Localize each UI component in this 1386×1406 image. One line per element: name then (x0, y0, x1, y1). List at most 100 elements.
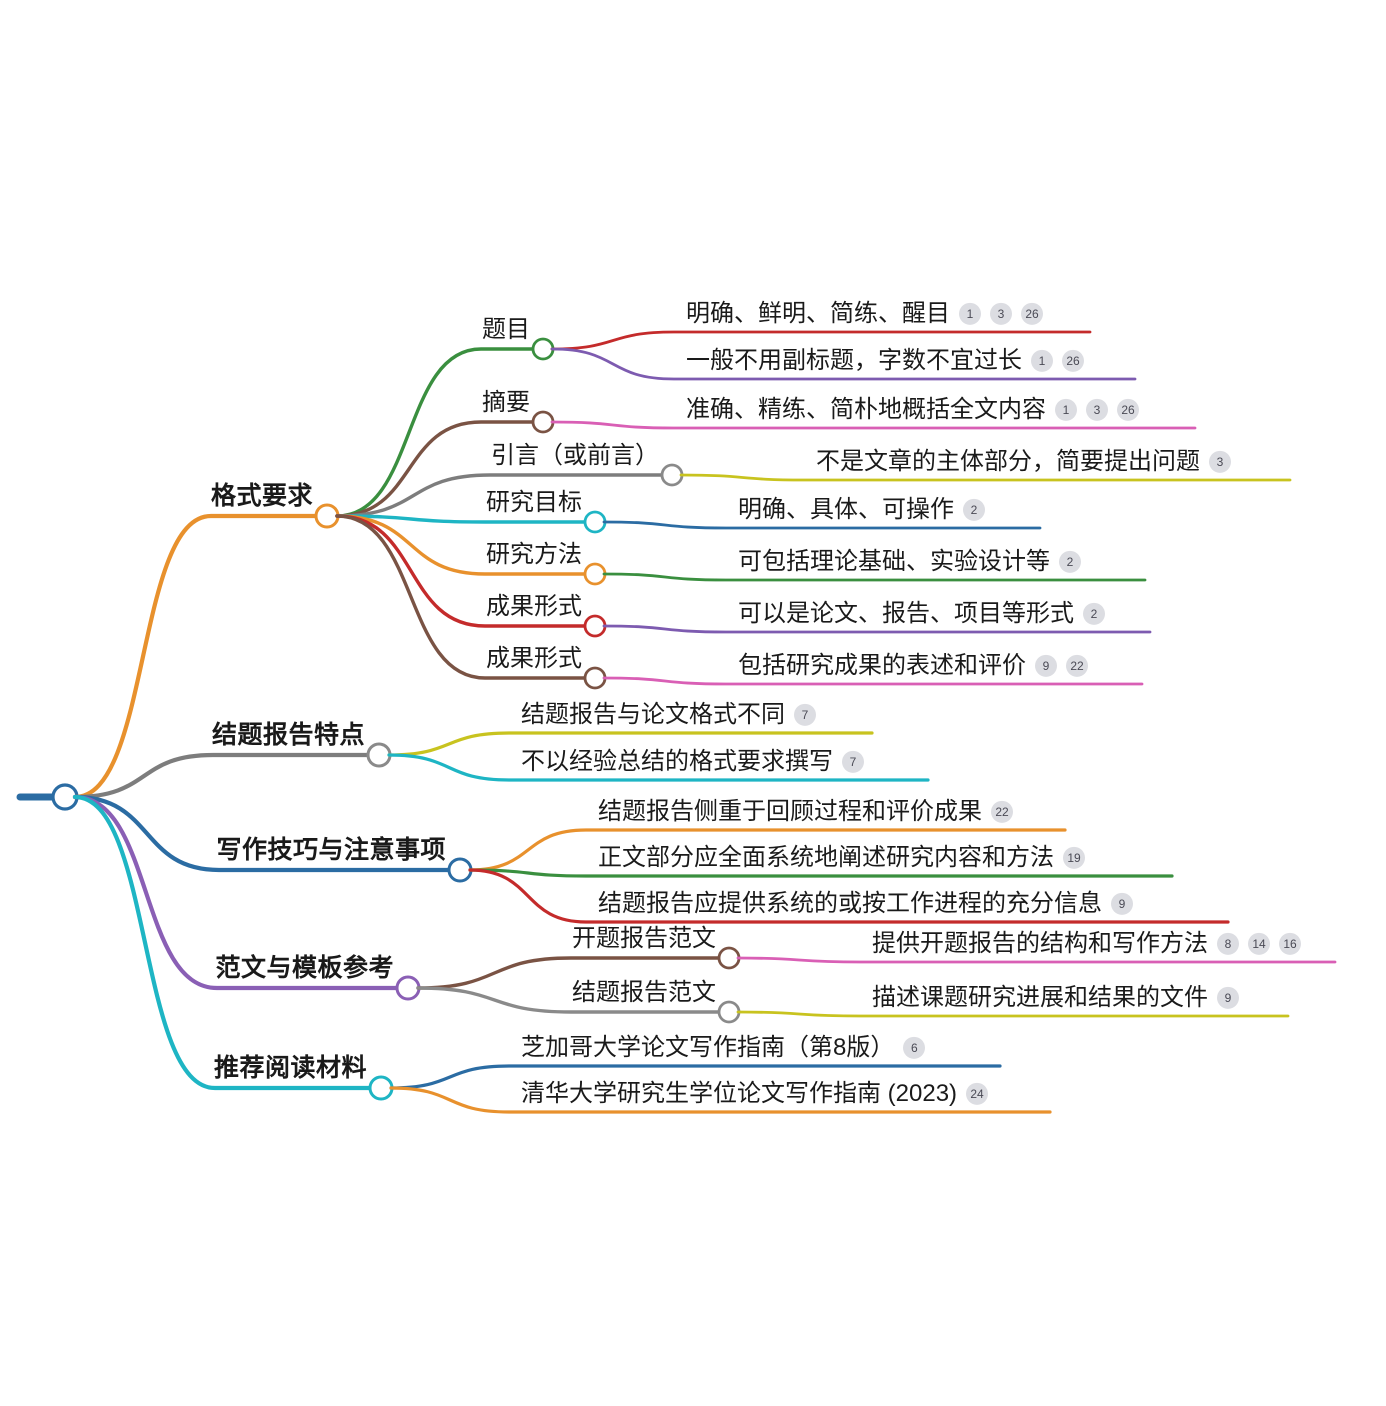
node-samples-and-templates[interactable] (395, 975, 421, 1001)
branch-label-recommended-reading-text: 推荐阅读材料 (213, 1053, 367, 1082)
leaf-label-outcome-describe[interactable]: 包括研究成果的表述和评价 9 22 (738, 653, 1088, 678)
citation-badge[interactable]: 19 (1063, 846, 1085, 869)
citation-badge[interactable]: 14 (1248, 932, 1270, 955)
citation-badge[interactable]: 24 (966, 1082, 989, 1105)
leaf-label-outcome-describe-text: 包括研究成果的表述和评价 (738, 651, 1026, 679)
branch-label-writing-tips[interactable]: 写作技巧与注意事项 (216, 836, 446, 863)
leaf-label-outcome-paper[interactable]: 可以是论文、报告、项目等形式 2 (738, 601, 1105, 626)
edge-writing-tips-tip-main-body (468, 868, 1174, 878)
node-research-goal[interactable] (583, 510, 607, 534)
leaf-label-chicago-manual[interactable]: 芝加哥大学论文写作指南（第8版） 6 (521, 1033, 926, 1061)
citation-badges: 7 (794, 703, 816, 726)
node-format-requirements[interactable] (314, 503, 340, 529)
branch-label-samples-and-templates-text: 范文与模板参考 (215, 953, 394, 982)
node-outcome-form-1[interactable] (583, 614, 607, 638)
node-title[interactable] (531, 337, 555, 361)
subnode-label-closing-report-sample[interactable]: 结题报告范文 (572, 980, 716, 1005)
node-recommended-reading[interactable] (368, 1075, 394, 1101)
citation-badge[interactable]: 1 (1031, 349, 1053, 372)
subnode-label-introduction-text: 引言（或前言） (491, 441, 659, 469)
node-outcome-form-2[interactable] (583, 666, 607, 690)
node-introduction[interactable] (660, 463, 684, 487)
subnode-label-research-method-text: 研究方法 (486, 540, 582, 568)
citation-badge[interactable]: 22 (1066, 654, 1088, 677)
leaf-label-method-theory-text: 可包括理论基础、实验设计等 (738, 547, 1050, 575)
leaf-label-feature-format-differs[interactable]: 结题报告与论文格式不同 7 (521, 702, 816, 727)
citation-badge[interactable]: 8 (1217, 932, 1239, 955)
citation-badge[interactable]: 7 (842, 750, 864, 773)
node-writing-tips[interactable] (447, 857, 473, 883)
root-node[interactable] (51, 783, 79, 811)
citation-badge[interactable]: 3 (990, 302, 1012, 325)
citation-badge[interactable]: 1 (959, 302, 981, 325)
leaf-label-outcome-paper-text: 可以是论文、报告、项目等形式 (738, 599, 1074, 627)
leaf-label-tip-sufficient-info[interactable]: 结题报告应提供系统的或按工作进程的充分信息 9 (598, 891, 1133, 916)
leaf-label-method-theory[interactable]: 可包括理论基础、实验设计等 2 (738, 549, 1081, 574)
citation-badge[interactable]: 9 (1217, 986, 1239, 1009)
node-opening-report-sample[interactable] (717, 946, 741, 970)
subnode-label-opening-report-sample[interactable]: 开题报告范文 (572, 926, 716, 951)
subnode-label-introduction[interactable]: 引言（或前言） (491, 443, 659, 468)
subnode-label-research-method[interactable]: 研究方法 (486, 542, 582, 567)
node-closing-report-features[interactable] (366, 742, 392, 768)
branch-label-closing-report-features-text: 结题报告特点 (211, 720, 365, 749)
branch-label-format-requirements[interactable]: 格式要求 (211, 482, 313, 509)
citation-badge[interactable]: 2 (1059, 550, 1081, 573)
citation-badges: 6 (903, 1036, 926, 1059)
subnode-label-outcome-form-2-text: 成果形式 (486, 644, 582, 672)
subnode-label-research-goal[interactable]: 研究目标 (486, 490, 582, 515)
citation-badge[interactable]: 26 (1117, 398, 1139, 421)
citation-badges: 2 (963, 498, 985, 521)
citation-badge[interactable]: 3 (1086, 398, 1108, 421)
leaf-label-chicago-manual-text: 芝加哥大学论文写作指南（第8版） (521, 1033, 895, 1061)
citation-badges: 9 22 (1035, 654, 1088, 677)
citation-badge[interactable]: 26 (1062, 349, 1084, 372)
leaf-label-tip-sufficient-info-text: 结题报告应提供系统的或按工作进程的充分信息 (598, 889, 1102, 917)
subnode-label-outcome-form-1-text: 成果形式 (486, 592, 582, 620)
citation-badge[interactable]: 26 (1021, 302, 1043, 325)
node-research-method[interactable] (583, 562, 607, 586)
citation-badges: 8 14 16 (1217, 932, 1301, 955)
branch-label-closing-report-features[interactable]: 结题报告特点 (211, 720, 365, 749)
citation-badge[interactable]: 2 (1083, 602, 1105, 625)
node-closing-report-sample[interactable] (717, 1000, 741, 1024)
node-abstract[interactable] (531, 410, 555, 434)
leaf-label-feature-not-experience-text: 不以经验总结的格式要求撰写 (521, 747, 833, 775)
citation-badge[interactable]: 1 (1055, 398, 1077, 421)
leaf-label-feature-format-differs-text: 结题报告与论文格式不同 (521, 700, 785, 728)
leaf-label-intro-not-main-text: 不是文章的主体部分，简要提出问题 (816, 447, 1200, 475)
branch-label-recommended-reading[interactable]: 推荐阅读材料 (213, 1053, 367, 1082)
leaf-label-intro-not-main[interactable]: 不是文章的主体部分，简要提出问题 3 (816, 449, 1231, 474)
citation-badge[interactable]: 9 (1111, 892, 1133, 915)
subnode-label-outcome-form-2[interactable]: 成果形式 (486, 646, 582, 671)
citation-badge[interactable]: 16 (1279, 932, 1301, 955)
citation-badge[interactable]: 2 (963, 498, 985, 521)
citation-badge[interactable]: 6 (903, 1036, 926, 1059)
subnode-label-abstract[interactable]: 摘要 (482, 390, 530, 415)
citation-badge[interactable]: 22 (991, 800, 1013, 823)
citation-badges: 9 (1111, 892, 1133, 915)
citation-badge[interactable]: 7 (794, 703, 816, 726)
citation-badge[interactable]: 9 (1035, 654, 1057, 677)
leaf-label-title-clear-text: 明确、鲜明、简练、醒目 (686, 299, 950, 327)
subnode-label-title[interactable]: 题目 (482, 317, 530, 342)
edge-outcome-form-1-outcome-paper (602, 624, 1152, 634)
citation-badges: 7 (842, 750, 864, 773)
branch-label-samples-and-templates[interactable]: 范文与模板参考 (215, 953, 394, 982)
subnode-label-outcome-form-1[interactable]: 成果形式 (486, 594, 582, 619)
leaf-label-feature-not-experience[interactable]: 不以经验总结的格式要求撰写 7 (521, 749, 864, 774)
subnode-label-closing-report-sample-text: 结题报告范文 (572, 978, 716, 1006)
citation-badge[interactable]: 3 (1209, 450, 1231, 473)
subnode-label-abstract-text: 摘要 (482, 388, 530, 416)
leaf-label-tsinghua-guide[interactable]: 清华大学研究生学位论文写作指南 (2023)24 (521, 1081, 989, 1106)
subnode-label-title-text: 题目 (482, 315, 530, 343)
